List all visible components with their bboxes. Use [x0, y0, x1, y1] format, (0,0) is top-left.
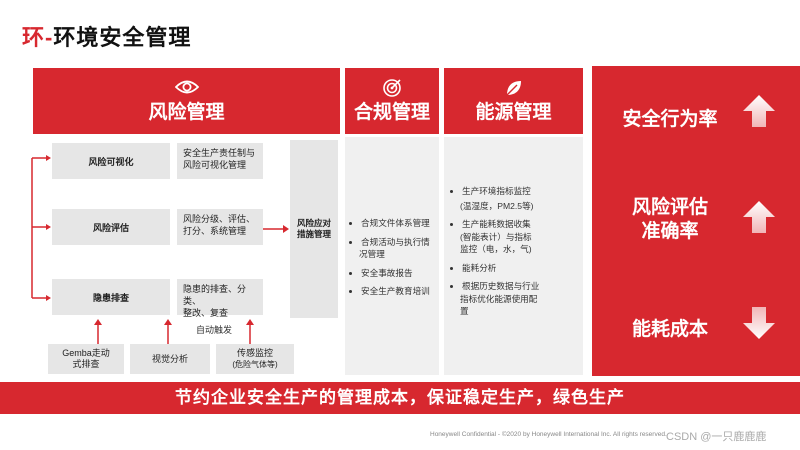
compliance-item: 合规活动与执行情 — [361, 236, 439, 249]
compliance-panel: 合规文件体系管理 合规活动与执行情 况管理 安全事故报告 安全生产教育培训 — [345, 137, 439, 375]
risk-management-header: 风险管理 — [33, 68, 340, 134]
leaf-icon — [444, 78, 583, 98]
desc-line: 隐患的排查、分类、 — [183, 284, 247, 306]
compliance-item: 安全事故报告 — [361, 267, 439, 280]
energy-item: (智能表计）与指标 — [460, 231, 532, 242]
desc-line: 风险可视化管理 — [183, 160, 247, 170]
source-arrows — [80, 318, 280, 344]
source-gemba: Gemba走动 式排查 — [48, 344, 124, 374]
auto-trigger-label: 自动触发 — [196, 325, 233, 335]
metric-risk-accuracy: 风险评估 准确率 — [610, 196, 730, 244]
metric-safety-behavior: 安全行为率 — [622, 109, 718, 130]
desc-line: 安全生产责任制与 — [183, 148, 256, 158]
energy-item: 能耗分析 — [462, 262, 583, 275]
risk-row-label: 风险可视化 — [88, 156, 134, 167]
energy-item: 监控（电，水，气) — [460, 244, 532, 254]
metric-line: 准确率 — [641, 221, 699, 242]
watermark: CSDN @一只鹿鹿鹿 — [666, 431, 767, 443]
risk-row-visualization: 风险可视化 — [52, 143, 170, 179]
compliance-management-header: 合规管理 — [345, 68, 439, 134]
risk-row-assessment: 风险评估 — [52, 209, 170, 245]
energy-management-header: 能源管理 — [444, 68, 583, 134]
energy-item: 置 — [460, 306, 469, 316]
desc-line: 整改、复查 — [183, 308, 229, 318]
arrow-up-icon — [742, 94, 776, 133]
source-line: (危险气体等) — [232, 360, 278, 369]
footer-copyright: Honeywell Confidential - ©2020 by Honeyw… — [430, 431, 667, 438]
desc-line: 风险分级、评估、 — [183, 214, 256, 224]
bottom-banner: 节约企业安全生产的管理成本，保证稳定生产，绿色生产 — [0, 382, 800, 414]
energy-item: (温湿度，PM2.5等) — [460, 200, 534, 211]
energy-panel: 生产环境指标监控 (温湿度，PM2.5等) 生产能耗数据收集 (智能表计）与指标… — [444, 137, 583, 375]
page-title: 环-环境安全管理 — [22, 20, 191, 52]
energy-item: 生产环境指标监控 — [462, 185, 583, 198]
source-sensor: 传感监控 (危险气体等) — [216, 344, 294, 374]
source-line: 视觉分析 — [151, 353, 188, 364]
metric-line: 风险评估 — [631, 197, 708, 218]
arrow-down-icon — [742, 306, 776, 345]
compliance-item: 况管理 — [359, 249, 385, 259]
energy-item: 生产能耗数据收集 — [462, 218, 583, 231]
energy-item: 根据历史数据与行业 — [462, 280, 583, 293]
source-line: 式排查 — [72, 359, 100, 369]
compliance-management-title: 合规管理 — [353, 102, 430, 123]
target-icon — [345, 78, 439, 98]
energy-management-title: 能源管理 — [475, 102, 552, 123]
compliance-item: 安全生产教育培训 — [361, 285, 439, 298]
risk-row-desc: 风险分级、评估、 打分、系统管理 — [177, 209, 263, 245]
response-line: 措施管理 — [296, 229, 331, 239]
source-line: 传感监控 — [236, 348, 273, 358]
risk-connector — [28, 155, 51, 318]
desc-line: 打分、系统管理 — [183, 226, 247, 236]
risk-row-desc: 安全生产责任制与 风险可视化管理 — [177, 143, 263, 179]
arrow-right-icon — [263, 221, 289, 233]
source-vision: 视觉分析 — [130, 344, 210, 374]
arrow-up-icon — [742, 200, 776, 239]
risk-row-label: 隐患排查 — [92, 292, 129, 303]
title-main: 环境安全管理 — [53, 25, 192, 50]
compliance-item: 合规文件体系管理 — [361, 217, 439, 230]
metric-energy-cost: 能耗成本 — [631, 319, 708, 340]
risk-row-desc: 隐患的排查、分类、 整改、复查 — [177, 279, 263, 318]
risk-row-label: 风险评估 — [92, 222, 129, 233]
risk-row-hazard: 隐患排查 — [52, 279, 170, 315]
risk-management-title: 风险管理 — [148, 102, 225, 123]
risk-response-box: 风险应对 措施管理 — [290, 140, 338, 318]
response-line: 风险应对 — [296, 218, 331, 228]
eye-icon — [33, 78, 340, 98]
energy-item: 指标优化能源使用配 — [460, 293, 538, 304]
source-line: Gemba走动 — [62, 348, 110, 358]
title-prefix: 环- — [22, 25, 54, 50]
